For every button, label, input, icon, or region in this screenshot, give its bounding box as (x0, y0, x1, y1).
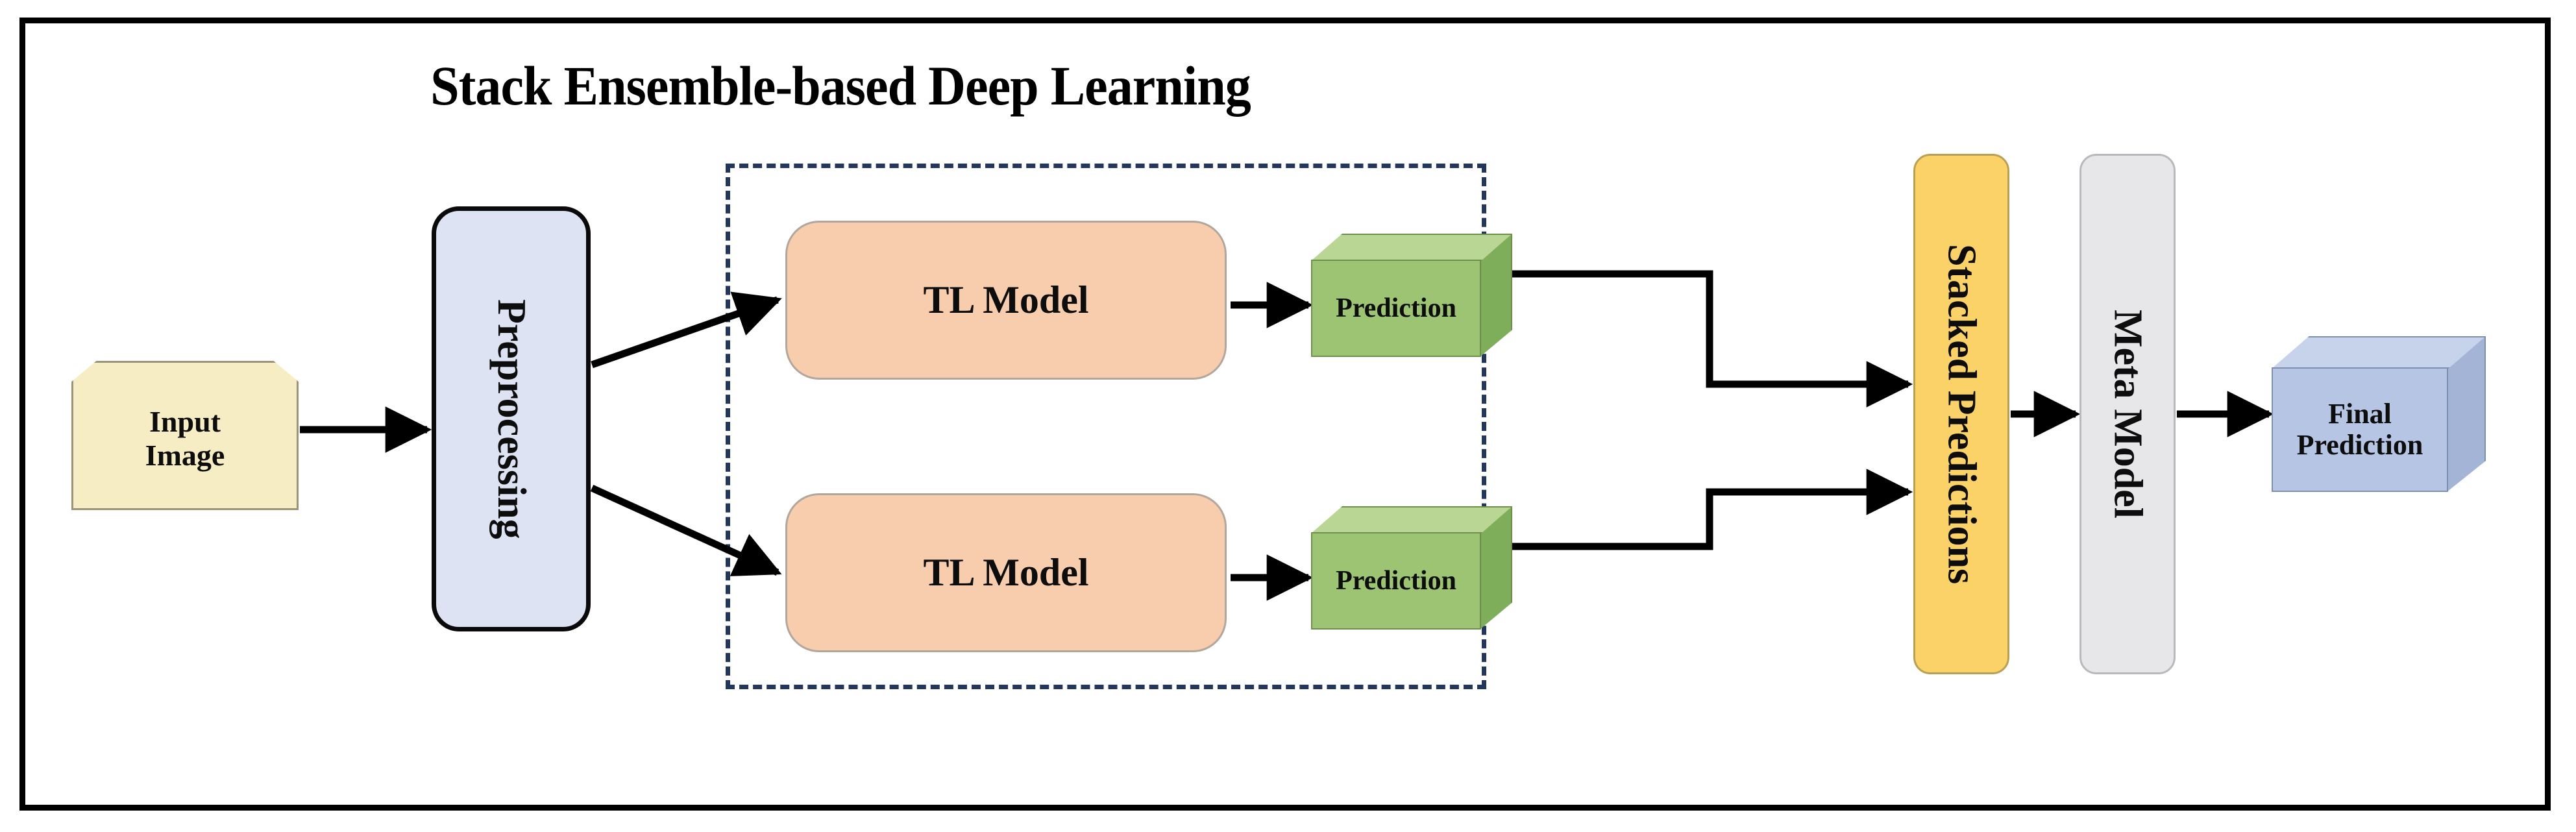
tl-model-top-label: TL Model (923, 278, 1089, 321)
final-prediction-front-face: Final Prediction (2272, 367, 2448, 492)
node-tl-model-top[interactable]: TL Model (785, 221, 1227, 380)
final-prediction-label-line2: Prediction (2296, 429, 2423, 461)
node-prediction-top[interactable]: Prediction (1311, 234, 1512, 357)
node-prediction-bottom[interactable]: Prediction (1311, 506, 1512, 630)
node-meta-model[interactable]: Meta Model (2079, 154, 2176, 674)
prediction-bottom-label: Prediction (1336, 566, 1456, 596)
node-preprocessing[interactable]: Preprocessing (432, 206, 591, 631)
tl-model-bottom-label: TL Model (923, 550, 1089, 594)
stacked-predictions-label: Stacked Predictions (1939, 243, 1984, 585)
input-image-label-line2: Image (145, 439, 225, 472)
prediction-bottom-top-face (1311, 506, 1512, 533)
prediction-top-label: Prediction (1336, 293, 1456, 323)
prediction-bottom-front-face: Prediction (1311, 532, 1481, 630)
input-image-label-line1: Input (149, 405, 221, 439)
prediction-top-top-face (1311, 234, 1512, 261)
node-final-prediction[interactable]: Final Prediction (2272, 336, 2486, 492)
node-input-image[interactable]: Input Image (71, 361, 299, 510)
page-title: Stack Ensemble-based Deep Learning (430, 55, 1251, 117)
preprocessing-label: Preprocessing (489, 299, 534, 539)
final-prediction-label-line1: Final (2328, 397, 2392, 430)
ensemble-region-dashed-border (726, 164, 1486, 689)
final-prediction-top-face (2272, 336, 2486, 369)
node-tl-model-bottom[interactable]: TL Model (785, 493, 1227, 652)
prediction-top-front-face: Prediction (1311, 260, 1481, 357)
meta-model-label: Meta Model (2105, 310, 2150, 519)
node-stacked-predictions[interactable]: Stacked Predictions (1913, 154, 2009, 674)
